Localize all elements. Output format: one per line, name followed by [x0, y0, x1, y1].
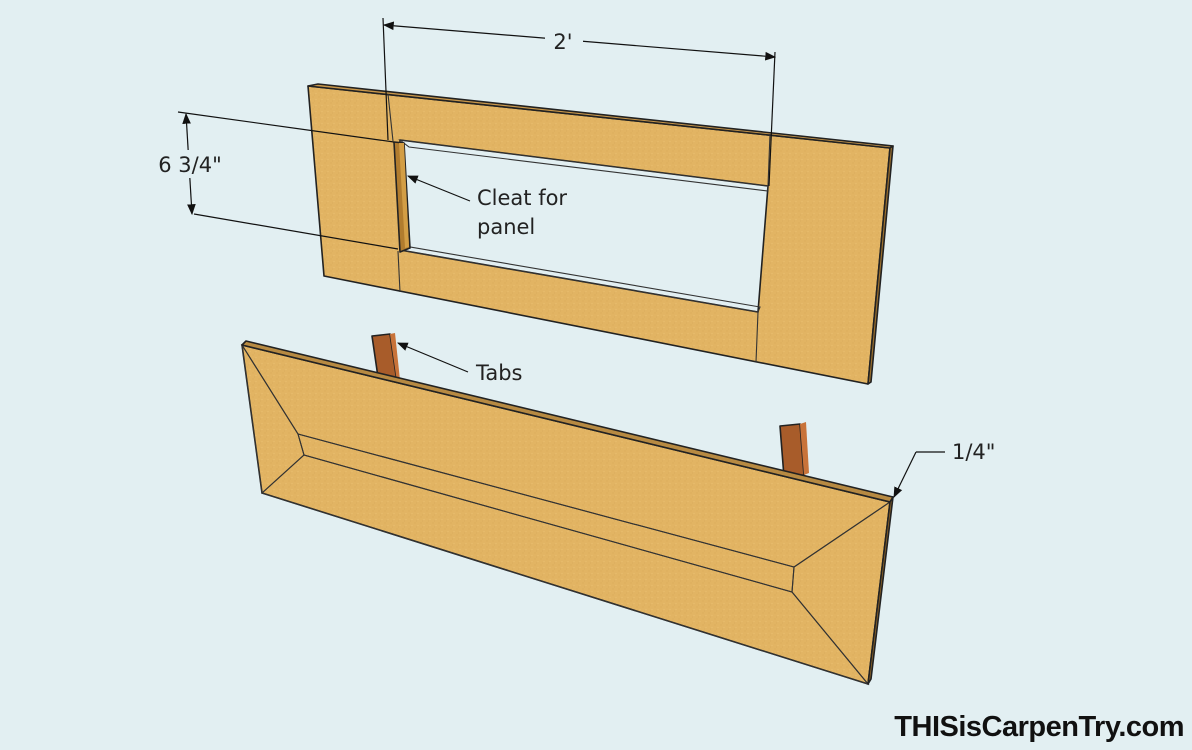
panel-right-edge — [867, 496, 894, 685]
frame-right-edge — [867, 145, 894, 385]
thickness-callout: 1/4" — [893, 440, 995, 498]
cleat-label-line1: Cleat for — [477, 186, 567, 210]
panel-center-field — [297, 433, 795, 593]
cleat-label-line2: panel — [477, 215, 535, 239]
joint-line-top-right — [767, 133, 771, 187]
site-watermark: THISisCarpenTry.com — [894, 711, 1184, 743]
raised-panel — [240, 333, 894, 686]
width-label: 2' — [553, 30, 572, 54]
tabs-label: Tabs — [475, 361, 523, 385]
right-tab — [779, 422, 809, 478]
height-dimension: 6 3/4" — [150, 111, 399, 250]
tabs-callout: Tabs — [397, 342, 523, 385]
joint-line-bottom-right — [755, 311, 759, 363]
thickness-label: 1/4" — [952, 440, 995, 464]
joint-line-bottom-left — [397, 250, 401, 293]
panel-outer-face — [241, 344, 891, 685]
width-dimension: 2' — [382, 17, 777, 187]
window-inner-top — [398, 139, 769, 192]
left-tab — [371, 333, 400, 385]
joint-line-top-left — [387, 93, 394, 142]
door-frame — [307, 83, 894, 385]
cleat-highlight — [399, 143, 409, 248]
cleat-callout: Cleat for panel — [406, 175, 567, 239]
height-label: 6 3/4" — [158, 153, 222, 177]
